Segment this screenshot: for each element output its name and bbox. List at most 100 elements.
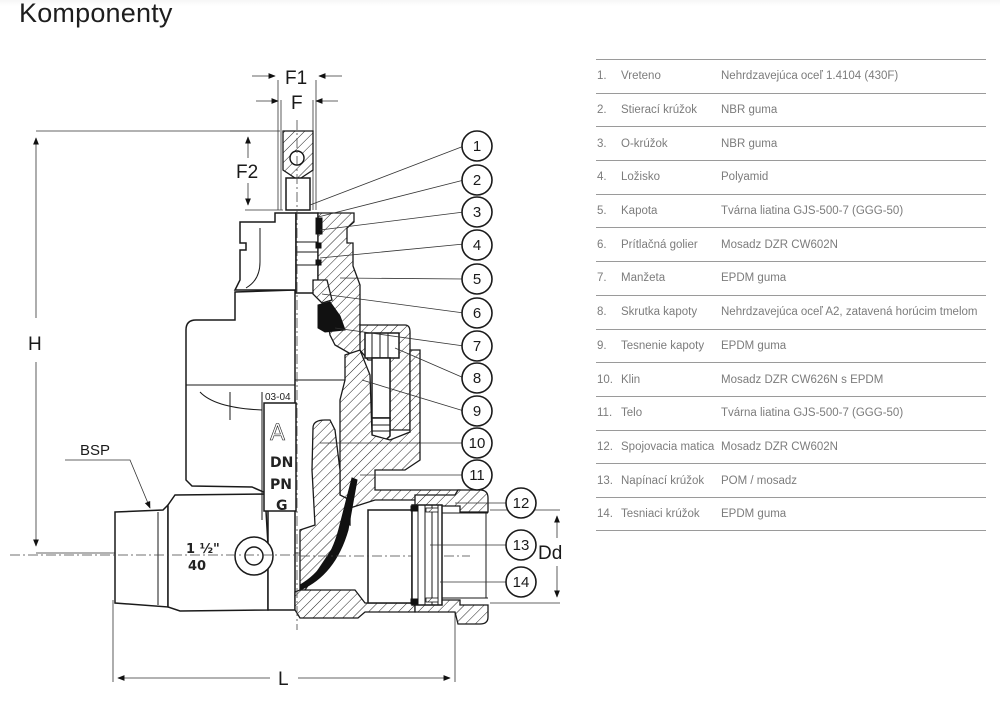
marking-size-dn: 40: [188, 559, 206, 574]
component-name: Ložisko: [621, 171, 660, 184]
dimension-h-label: H: [28, 334, 42, 355]
manufacturer-logo: A: [270, 421, 285, 446]
component-name: Vreteno: [621, 70, 661, 83]
svg-text:5: 5: [473, 271, 481, 288]
component-row: 4. Ložisko Polyamid: [596, 160, 986, 194]
svg-text:12: 12: [513, 495, 530, 512]
component-number: 2.: [597, 104, 607, 117]
callout-1: 1: [461, 130, 493, 162]
dimension-dd-label: Dd: [538, 543, 562, 564]
component-name: Napínací krúžok: [621, 474, 705, 487]
component-number: 3.: [597, 137, 607, 150]
component-material: NBR guma: [721, 104, 778, 117]
dimension-l-label: L: [278, 669, 289, 690]
component-name: Stierací krúžok: [621, 104, 698, 117]
callout-4: 4: [461, 229, 493, 261]
callout-7: 7: [461, 330, 493, 362]
component-material: Nehrdzavejúca oceľ 1.4104 (430F): [721, 70, 899, 83]
callout-5: 5: [461, 263, 493, 295]
callout-2: 2: [461, 164, 493, 196]
dimension-f1-label: F1: [285, 68, 307, 89]
component-name: O-krúžok: [621, 137, 668, 150]
component-number: 4.: [597, 171, 607, 184]
component-number: 11.: [597, 407, 613, 420]
svg-text:2: 2: [473, 172, 481, 189]
bsp-label-group: BSP: [65, 442, 151, 509]
callout-14: 14: [505, 566, 537, 598]
leader-lines: [309, 145, 508, 583]
component-material: Mosadz DZR CW602N: [721, 440, 838, 453]
callout-10: 10: [461, 427, 493, 459]
dimension-f: F1 F F2: [230, 68, 342, 211]
valve-body: 03-04 A DN PN G 1 ½" 40: [10, 120, 489, 630]
component-number: 12.: [597, 440, 613, 453]
svg-text:14: 14: [513, 574, 530, 591]
date-code: 03-04: [265, 392, 291, 403]
dimension-f-label: F: [291, 93, 303, 114]
component-number: 10.: [597, 373, 613, 386]
component-row: 11. Telo Tvárna liatina GJS-500-7 (GGG-50): [596, 395, 986, 430]
component-row: 9. Tesnenie kapoty EPDM guma: [596, 328, 986, 363]
component-name: Telo: [621, 407, 643, 420]
svg-text:8: 8: [473, 370, 481, 387]
marking-size-inch: 1 ½": [186, 542, 220, 557]
component-row: 3. O-krúžok NBR guma: [596, 126, 986, 160]
svg-text:13: 13: [513, 537, 530, 554]
callout-12: 12: [505, 487, 537, 519]
component-name: Manžeta: [621, 272, 666, 285]
component-material: Tvárna liatina GJS-500-7 (GGG-50): [721, 205, 904, 218]
component-material: Polyamid: [721, 171, 769, 184]
component-number: 7.: [597, 272, 607, 285]
component-row: 5. Kapota Tvárna liatina GJS-500-7 (GGG-50…: [596, 193, 986, 228]
marking-dn: DN: [270, 455, 293, 471]
svg-text:1: 1: [473, 138, 481, 155]
svg-text:10: 10: [469, 435, 486, 452]
component-material: Nehrdzavejúca oceľ A2, zatavená horúcim …: [721, 306, 978, 319]
svg-text:6: 6: [473, 305, 481, 322]
component-name: Klin: [621, 373, 641, 386]
component-number: 5.: [597, 205, 607, 218]
svg-text:3: 3: [473, 204, 481, 221]
component-material: Mosadz DZR CW626N s EPDM: [721, 373, 884, 386]
component-name: Prítlačná golier: [621, 238, 698, 251]
components-table: 1. Vreteno Nehrdzavejúca oceľ 1.4104 (430F…: [596, 59, 986, 531]
valve-cross-section-diagram: H F1 F F2 L Dd BSP: [0, 50, 590, 711]
component-row: 1. Vreteno Nehrdzavejúca oceľ 1.4104 (430F…: [596, 59, 986, 93]
component-material: EPDM guma: [721, 507, 787, 520]
top-shade: [0, 0, 1000, 6]
component-name: Tesniaci krúžok: [621, 507, 700, 520]
component-material: Tvárna liatina GJS-500-7 (GGG-50): [721, 407, 904, 420]
svg-text:11: 11: [469, 467, 485, 484]
component-name: Skrutka kapoty: [621, 306, 698, 319]
component-material: POM / mosadz: [721, 474, 798, 487]
page-title: Komponenty: [19, 0, 173, 28]
component-row: 13. Napínací krúžok POM / mosadz: [596, 463, 986, 497]
bsp-label: BSP: [80, 442, 110, 459]
component-name: Spojovacia matica: [621, 440, 715, 453]
component-number: 9.: [597, 339, 607, 352]
callout-11: 11: [461, 459, 493, 491]
marking-pn: PN: [270, 477, 292, 493]
component-number: 13.: [597, 474, 613, 487]
component-material: Mosadz DZR CW602N: [721, 238, 838, 251]
component-number: 1.: [597, 70, 607, 83]
component-row: 2. Stierací krúžok NBR guma: [596, 92, 986, 127]
callout-6: 6: [461, 297, 493, 329]
svg-text:7: 7: [473, 338, 481, 355]
callout-8: 8: [461, 362, 493, 394]
dimension-l: L: [112, 600, 456, 690]
callout-3: 3: [461, 196, 493, 228]
component-material: NBR guma: [721, 137, 778, 150]
component-material: EPDM guma: [721, 339, 787, 352]
component-name: Tesnenie kapoty: [621, 339, 705, 352]
callout-13: 13: [505, 529, 537, 561]
component-row: 12. Spojovacia matica Mosadz DZR CW602N: [596, 429, 986, 464]
callout-9: 9: [461, 395, 493, 427]
component-name: Kapota: [621, 205, 658, 218]
svg-text:4: 4: [473, 237, 481, 254]
svg-text:9: 9: [473, 403, 481, 420]
